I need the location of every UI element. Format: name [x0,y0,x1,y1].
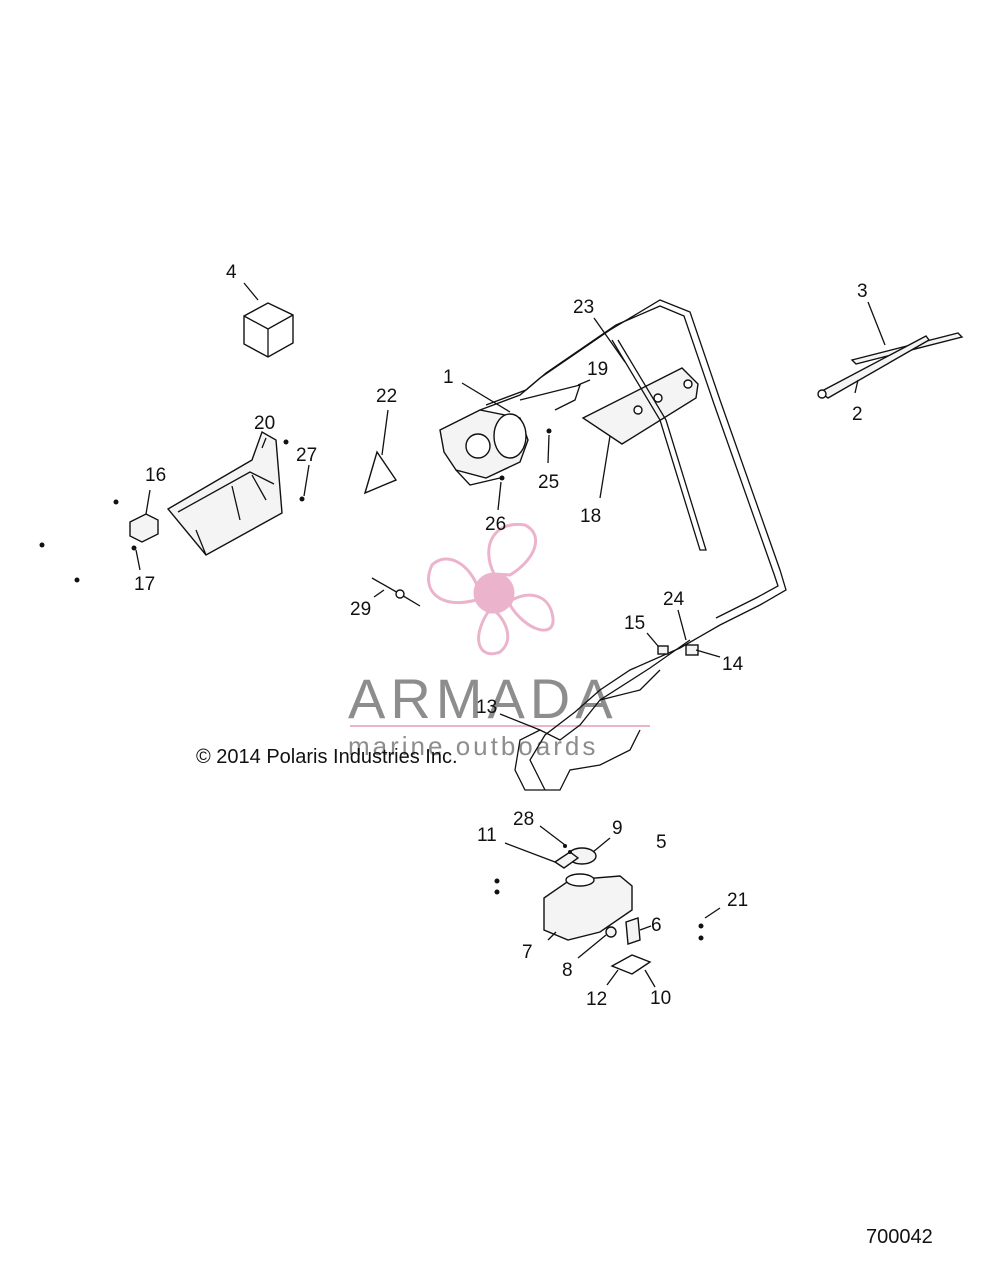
callout-1: 1 [443,367,454,388]
drawing-number: 700042 [866,1226,933,1248]
part-22-triangle [363,450,398,495]
callout-21: 21 [727,890,748,911]
callout-10: 10 [650,988,671,1009]
callout-3: 3 [857,281,868,302]
callout-7: 7 [522,942,533,963]
callout-11: 11 [477,825,497,846]
copyright-notice: © 2014 Polaris Industries Inc. [196,746,458,768]
watermark-logo: ARMADA marine outboards [348,522,650,761]
callout-22: 22 [376,386,397,407]
hose-routing [479,299,787,791]
callout-25: 25 [538,472,559,493]
callout-6: 6 [651,915,662,936]
watermark-brand: ARMADA [348,667,618,730]
callout-18: 18 [580,506,601,527]
part-16-switch [129,513,159,543]
part-13-harness [514,639,691,791]
callout-12: 12 [586,989,607,1010]
callout-24: 24 [663,589,685,610]
part-11-bracket [553,851,580,869]
callout-15: 15 [624,613,645,634]
part-4-box [243,302,294,358]
callout-19: 19 [587,359,608,380]
part-14-15-connectors [657,644,699,656]
callout-26: 26 [485,514,506,535]
callout-14: 14 [722,654,744,675]
watermark-tagline: marine outboards [348,731,598,761]
callout-2: 2 [852,404,863,425]
part-7-reservoir [543,873,633,941]
callout-9: 9 [612,818,623,839]
part-6-pump [625,917,641,945]
propeller-logo-icon [427,522,555,656]
callout-20: 20 [254,413,275,434]
callout-5: 5 [656,832,667,853]
part-1-wiper-motor [439,409,529,486]
callout-8: 8 [562,960,573,981]
callout-16: 16 [145,465,166,486]
callout-4: 4 [226,262,237,283]
part-8-grommet [605,926,617,938]
callout-27: 27 [296,445,317,466]
part-29-rod [371,577,421,607]
part-2-wiper-arm [817,335,931,399]
part-10-12-bracket [610,954,652,975]
callout-17: 17 [134,574,155,595]
screws-left [39,439,305,583]
screws-reservoir [494,844,704,941]
part-18-cover [581,367,699,445]
callout-28: 28 [513,809,534,830]
callout-labels: 1 2 3 4 5 6 7 8 9 10 11 12 13 14 15 16 1… [134,262,868,1010]
callout-29: 29 [350,599,371,620]
leader-lines [135,282,886,988]
part-20-tray [166,430,283,556]
screws-center [499,428,552,481]
callout-23: 23 [573,297,594,318]
callout-13: 13 [476,697,497,718]
